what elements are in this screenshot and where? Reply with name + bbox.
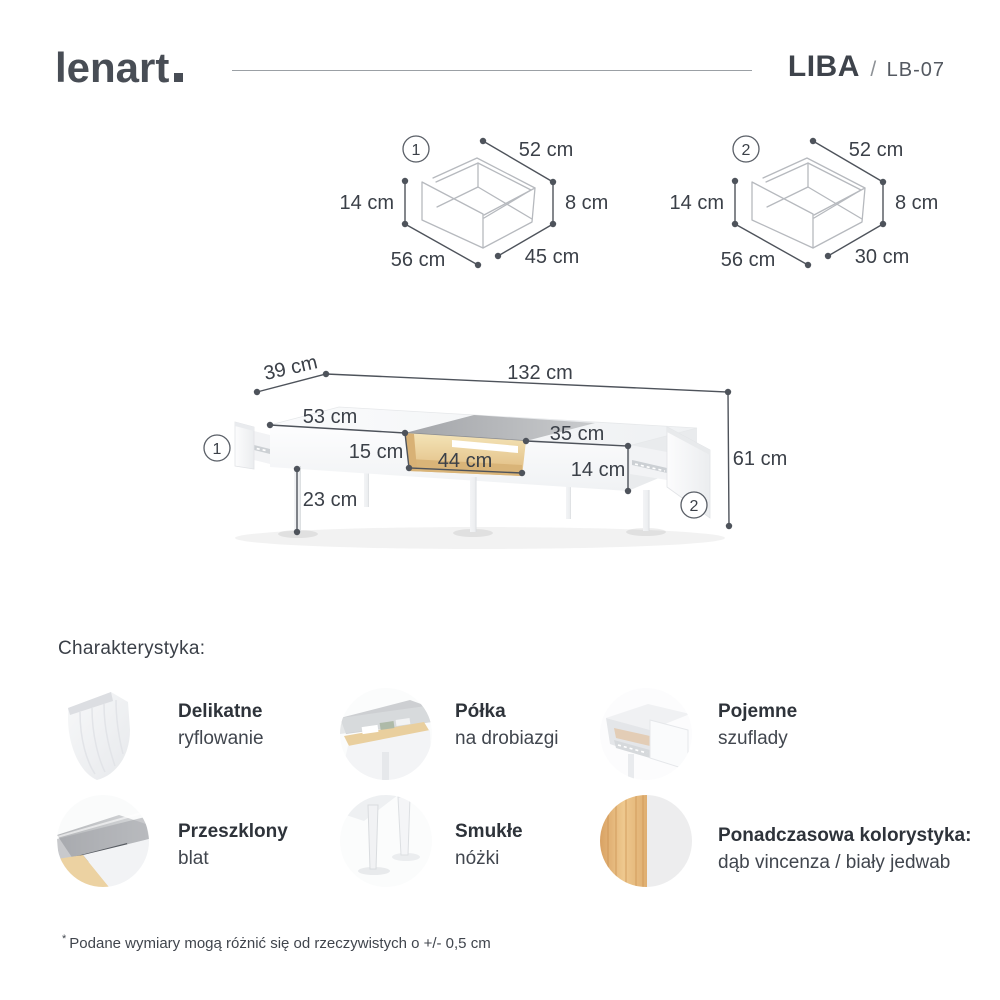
feature-title: Półka [455,701,506,722]
header-divider [232,70,752,71]
fluted-panel-icon [68,692,130,780]
wood-niche [405,433,526,476]
characteristics-heading: Charakterystyka: [58,638,206,659]
drawer1-front-height: 14 cm [340,192,394,214]
table-width-label: 132 cm [507,362,573,384]
feature-title: Pojemne [718,701,798,722]
drawer1-marker: 1 [412,142,421,159]
drawer1-width-top: 52 cm [519,139,573,161]
feature-przeszklony: Przeszklony blat [178,818,288,872]
table-leg-front-right [643,490,650,531]
brand-logo: lenart [55,44,184,92]
feature-subtitle: dąb vincenza / biały jedwab [718,852,951,873]
marker-circle-2 [732,135,760,163]
drawer-diagram-1: 1 52 cm 8 cm 14 cm 56 cm 45 cm [340,135,608,271]
table-leg-back-left [364,470,369,507]
feature-title: Smukłe [455,821,523,842]
drawer2-width-bottom: 56 cm [721,249,775,271]
drawer1-depth: 45 cm [525,246,579,268]
model-label: LIBA / LB-07 [788,50,945,84]
feature-title: Delikatne [178,701,263,722]
model-code: LB-07 [886,59,945,81]
table-marker-circle-2 [680,491,708,519]
glass-top [405,415,595,441]
drawer2-marker: 2 [742,142,751,159]
drawer-photo-icon [600,688,692,780]
table-niche-width-label: 44 cm [438,450,492,472]
table-leg-back-mid [566,481,571,519]
logo-dot-icon [174,73,184,82]
table-marker-1: 1 [213,441,222,458]
table-left-section-label: 53 cm [303,406,357,428]
drawer2-front-height: 14 cm [670,192,724,214]
drawer1-wall-height: 8 cm [565,192,608,214]
table-height-label: 61 cm [733,448,787,470]
table-dimension-lines [253,370,733,536]
drawer1-width-bottom: 56 cm [391,249,445,271]
table-depth-label: 39 cm [262,351,320,385]
table-open-drawer-left [234,421,270,470]
floor-shadow [235,527,725,549]
model-name: LIBA [787,50,860,83]
feature-pojemne: Pojemne szuflady [718,698,797,752]
brand-logo-text: lenart [55,44,170,91]
feature-subtitle: ryflowanie [178,728,264,749]
feature-subtitle: szuflady [718,728,788,749]
slim-legs-photo-icon [340,795,432,887]
footnote-marker: * [62,933,67,945]
feature-polka: Półka na drobiazgi [455,698,559,752]
feature-kolorystyka: Ponadczasowa kolorystyka: dąb vincenza /… [718,822,971,876]
drawer-diagram-2: 2 52 cm 8 cm 14 cm 56 cm 30 cm [670,135,938,271]
table-marker-circle-1 [203,434,231,462]
marker-circle-1 [402,135,430,163]
feature-title: Przeszklony [178,821,288,842]
table-marker-2: 2 [690,498,699,515]
color-swatch-icon [600,795,692,887]
footnote: *Podane wymiary mogą różnić się od rzecz… [62,933,491,952]
table-drawer-front-label: 14 cm [571,459,625,481]
model-separator: / [870,58,877,81]
drawer2-width-top: 52 cm [849,139,903,161]
feature-subtitle: blat [178,848,209,869]
footnote-text: Podane wymiary mogą różnić się od rzeczy… [69,935,491,952]
table-niche-height-label: 15 cm [349,441,403,463]
feature-title: Ponadczasowa kolorystyka: [718,825,972,846]
table-right-section-label: 35 cm [550,423,604,445]
feature-subtitle: na drobiazgi [455,728,559,749]
feature-delikatne: Delikatne ryflowanie [178,698,264,752]
table-diagram: 39 cm 132 cm 61 cm 53 cm 15 cm 44 cm 35 … [203,351,787,549]
feature-subtitle: nóżki [455,848,500,869]
niche-back-gap [452,440,518,453]
shelf-photo-icon [340,688,432,780]
glass-top-photo-icon [57,795,149,887]
drawer2-wall-height: 8 cm [895,192,938,214]
table-leg-front-mid [470,477,477,532]
table-leg-clearance-label: 23 cm [303,489,357,511]
feature-smukle: Smukłe nóżki [455,818,523,872]
drawer2-depth: 30 cm [855,246,909,268]
